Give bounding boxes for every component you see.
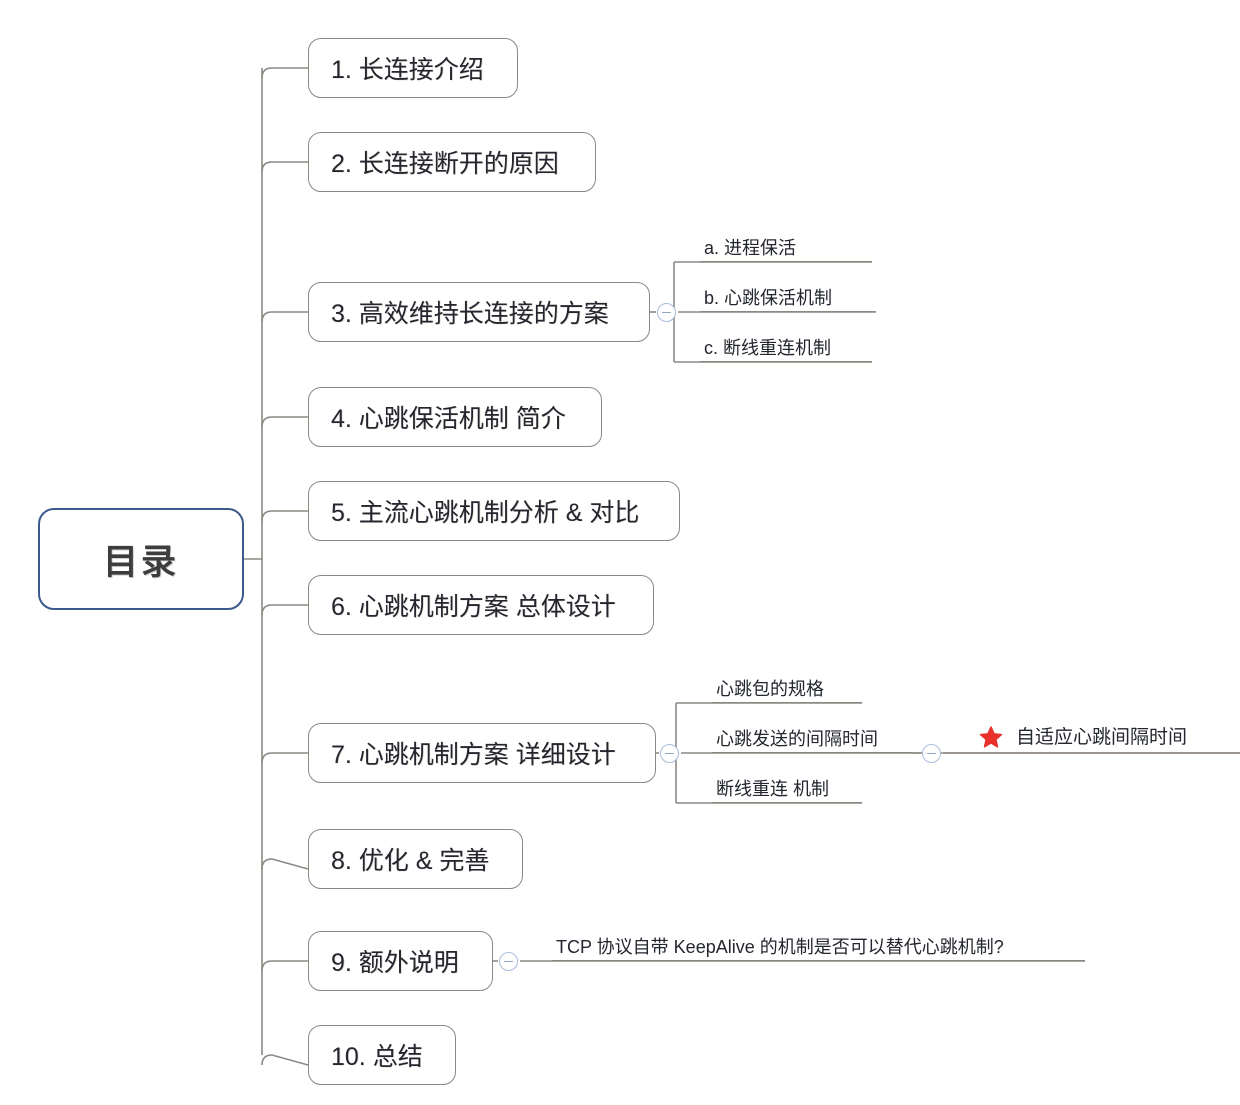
minus-icon xyxy=(927,752,936,755)
branch-node-1-label: 1. 长连接介绍 xyxy=(331,56,484,84)
minus-icon xyxy=(662,311,671,314)
branch-node-6-label: 6. 心跳机制方案 总体设计 xyxy=(331,593,616,621)
branch-node-8-label: 8. 优化 & 完善 xyxy=(331,847,490,875)
collapse-toggle-branch-3[interactable] xyxy=(657,303,676,322)
branch-node-9-label: 9. 额外说明 xyxy=(331,949,459,977)
branch-node-4[interactable]: 4. 心跳保活机制 简介 xyxy=(308,387,602,447)
subnode-b9-1-label: TCP 协议自带 KeepAlive 的机制是否可以替代心跳机制? xyxy=(556,937,1004,958)
branch-node-3[interactable]: 3. 高效维持长连接的方案 xyxy=(308,282,650,342)
branch-node-7[interactable]: 7. 心跳机制方案 详细设计 xyxy=(308,723,656,783)
subnode-b7-2-child[interactable]: 自适应心跳间隔时间 xyxy=(978,719,1240,753)
subnode-b3-c[interactable]: c. 断线重连机制 xyxy=(700,328,872,362)
branch-node-8[interactable]: 8. 优化 & 完善 xyxy=(308,829,523,889)
branch-node-7-label: 7. 心跳机制方案 详细设计 xyxy=(331,741,616,769)
subnode-b7-1-label: 心跳包的规格 xyxy=(716,679,824,700)
collapse-toggle-subnode-b7-2[interactable] xyxy=(922,744,941,763)
subnode-b7-3-label: 断线重连 机制 xyxy=(716,779,830,800)
branch-node-9[interactable]: 9. 额外说明 xyxy=(308,931,493,991)
subnode-b3-a-label: a. 进程保活 xyxy=(704,238,797,259)
branch-node-5[interactable]: 5. 主流心跳机制分析 & 对比 xyxy=(308,481,680,541)
collapse-toggle-branch-9[interactable] xyxy=(499,952,518,971)
branch-node-10[interactable]: 10. 总结 xyxy=(308,1025,456,1085)
collapse-toggle-branch-7[interactable] xyxy=(660,744,679,763)
branch-node-2-label: 2. 长连接断开的原因 xyxy=(331,150,559,178)
minus-icon xyxy=(504,960,513,963)
branch-node-10-label: 10. 总结 xyxy=(331,1043,423,1071)
branch-node-1[interactable]: 1. 长连接介绍 xyxy=(308,38,518,98)
branch-node-5-label: 5. 主流心跳机制分析 & 对比 xyxy=(331,499,640,527)
subnode-b3-b-label: b. 心跳保活机制 xyxy=(704,288,833,309)
subnode-b7-1[interactable]: 心跳包的规格 xyxy=(712,669,862,703)
subnode-b7-2[interactable]: 心跳发送的间隔时间 xyxy=(712,719,912,753)
branch-node-6[interactable]: 6. 心跳机制方案 总体设计 xyxy=(308,575,654,635)
root-node-label: 目录 xyxy=(102,542,179,582)
subnode-b7-2-child-label: 自适应心跳间隔时间 xyxy=(1016,727,1188,749)
subnode-b3-a[interactable]: a. 进程保活 xyxy=(700,228,872,262)
subnode-b9-1[interactable]: TCP 协议自带 KeepAlive 的机制是否可以替代心跳机制? xyxy=(552,927,1085,961)
subnode-b7-3[interactable]: 断线重连 机制 xyxy=(712,769,862,803)
root-node[interactable]: 目录 xyxy=(38,508,244,610)
branch-node-4-label: 4. 心跳保活机制 简介 xyxy=(331,405,566,433)
subnode-b3-c-label: c. 断线重连机制 xyxy=(704,338,832,359)
subnode-b3-b[interactable]: b. 心跳保活机制 xyxy=(700,278,876,312)
branch-node-3-label: 3. 高效维持长连接的方案 xyxy=(331,300,609,328)
branch-node-2[interactable]: 2. 长连接断开的原因 xyxy=(308,132,596,192)
subnode-b7-2-label: 心跳发送的间隔时间 xyxy=(716,729,878,750)
star-icon xyxy=(978,724,1004,750)
minus-icon xyxy=(665,752,674,755)
